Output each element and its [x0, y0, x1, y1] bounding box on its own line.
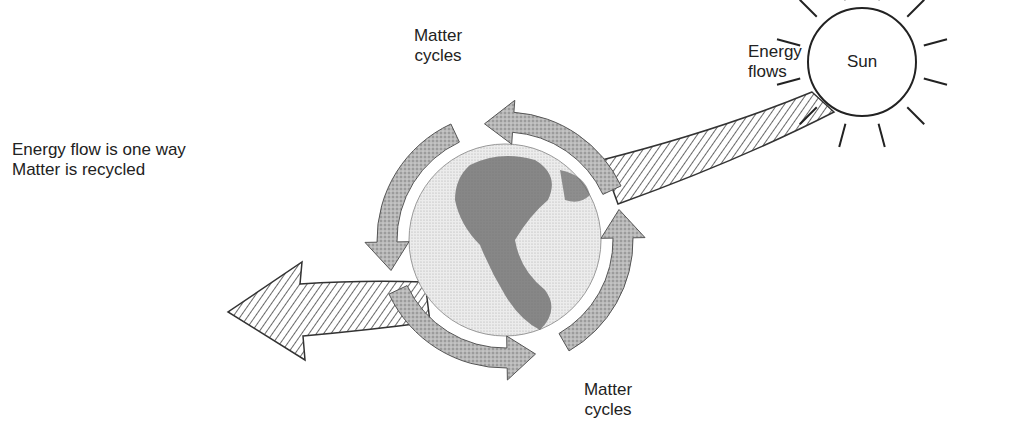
node-text: Sun — [847, 52, 877, 72]
sun-ray — [924, 39, 947, 45]
sun-ray — [879, 124, 885, 147]
sun-ray — [839, 124, 845, 147]
sun-rays — [777, 0, 947, 147]
sun-ray — [800, 0, 817, 17]
sun-ray — [924, 79, 947, 85]
sun-ray — [839, 0, 845, 1]
matter-cycles-label: Matter cycles — [393, 26, 483, 66]
continent — [560, 170, 590, 202]
sun-ray — [907, 107, 924, 124]
sun-ray — [879, 0, 885, 1]
note-text: Energy flow is one way — [12, 140, 186, 160]
matter-arrow — [485, 100, 622, 194]
continent — [455, 156, 552, 330]
matter-arrow — [389, 286, 536, 380]
matter-cycle-arrows — [365, 100, 645, 380]
sun-circle: Sun — [807, 7, 917, 117]
matter-arrow — [559, 210, 645, 351]
matter-arrow — [365, 124, 459, 271]
earth — [409, 144, 601, 336]
matter-cycles-label: Matter cycles — [563, 380, 653, 420]
note-text: Matter is recycled — [12, 160, 145, 180]
sun-ray — [800, 107, 817, 124]
energy-in-arrow — [602, 92, 834, 204]
sun-ray — [907, 0, 924, 17]
energy-flows-label: Energy flows — [748, 42, 810, 82]
